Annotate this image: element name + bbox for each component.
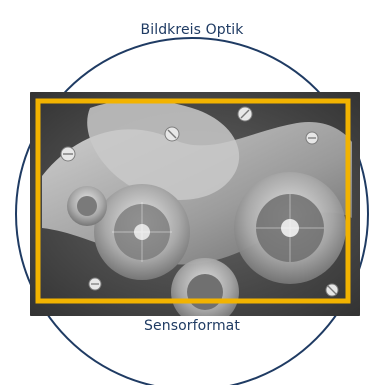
sensor-format-label: Sensorformat bbox=[0, 318, 384, 334]
gear-bottom bbox=[171, 258, 239, 326]
gear-small bbox=[67, 186, 107, 226]
image-circle-label: Bildkreis Optik bbox=[0, 22, 384, 38]
clockwork-photo bbox=[30, 92, 360, 326]
